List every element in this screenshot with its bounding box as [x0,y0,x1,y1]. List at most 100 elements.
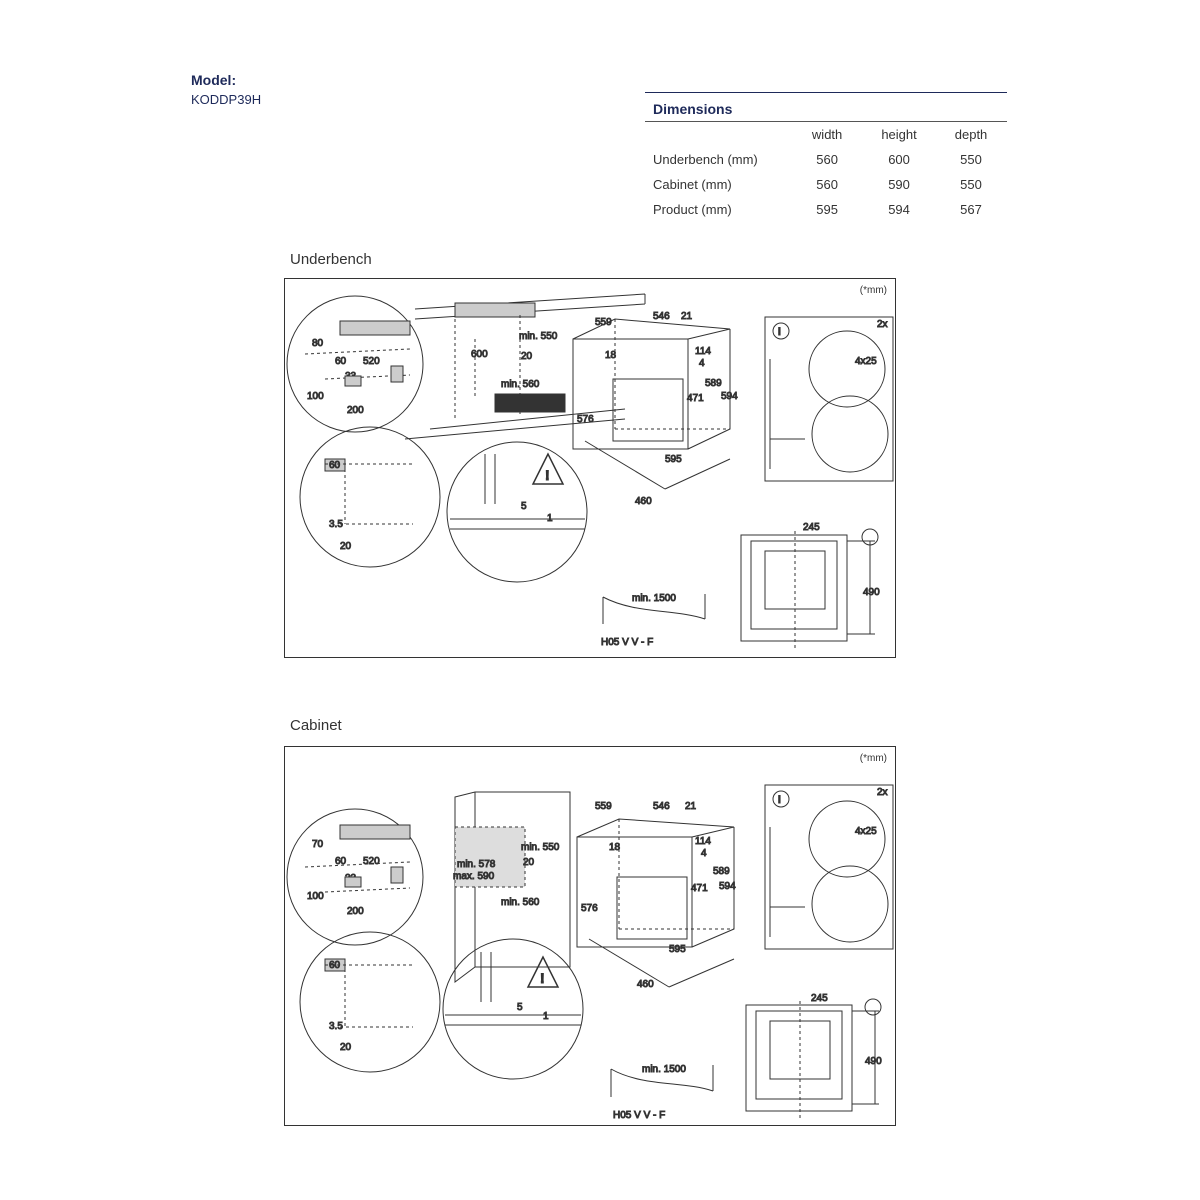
dim-114: 114 [695,346,711,357]
corner-dim-3-5: 3.5 [329,1021,343,1032]
column-header-width: width [811,127,843,142]
dim-595: 595 [669,944,686,955]
corner-dim-20: 20 [340,1042,352,1053]
dim-520: 520 [363,356,380,367]
cable-type: H05 V V - F [613,1110,665,1121]
dim-559: 559 [595,317,612,328]
dim-4: 4 [699,358,705,369]
table-row: Underbench (mm) 560 600 550 [645,147,1007,172]
dim-589: 589 [705,378,722,389]
screw-size: 4x25 [855,356,877,367]
dim-100: 100 [307,391,324,402]
warn-dim-1: 1 [547,513,553,524]
dim-460: 460 [635,496,652,507]
cell-height: 594 [888,202,910,217]
dim-490: 490 [863,587,880,598]
table-row: Product (mm) 595 594 567 [645,197,1007,222]
corner-dim-60: 60 [329,960,341,971]
dimensions-title: Dimensions [645,93,1007,122]
dim-min-550: min. 550 [521,842,560,853]
cable-min-length: min. 1500 [632,593,676,604]
dim-4: 4 [701,848,707,859]
dim-60: 60 [335,856,347,867]
dim-21: 21 [681,311,693,322]
dimensions-grid: width height depth Underbench (mm) 560 6… [645,122,1007,222]
cell-height: 600 [888,152,910,167]
dim-576: 576 [581,903,598,914]
dim-594: 594 [719,881,736,892]
column-header-height: height [881,127,917,142]
cell-depth: 567 [960,202,982,217]
info-icon: i [778,795,781,806]
row-label: Underbench (mm) [653,152,758,167]
cell-width: 595 [816,202,838,217]
corner-dim-60: 60 [329,460,341,471]
cell-width: 560 [816,152,838,167]
dim-70: 70 [312,839,324,850]
dim-460: 460 [637,979,654,990]
dim-594: 594 [721,391,738,402]
dim-559: 559 [595,801,612,812]
model-value: KODDP39H [191,92,262,107]
table-row: Cabinet (mm) 560 590 550 [645,172,1007,197]
warning-icon: ! [540,970,545,986]
cabinet-diagram: 70 60 520 33 100 200 min. 578 max. 590 m… [286,784,894,1122]
dim-80: 80 [312,338,324,349]
warn-dim-5: 5 [521,501,527,512]
dim-min-560: min. 560 [501,897,540,908]
dim-18: 18 [609,842,621,853]
info-icon: i [778,327,781,338]
dim-245: 245 [811,993,828,1004]
dim-245: 245 [803,522,820,533]
dim-60: 60 [335,356,347,367]
underbench-title: Underbench [290,251,372,268]
unit-note: (*mm) [859,285,887,296]
dim-471: 471 [687,393,704,404]
dim-546: 546 [653,801,670,812]
cell-depth: 550 [960,152,982,167]
cell-width: 560 [816,177,838,192]
dim-min-578: min. 578 [457,859,496,870]
corner-dim-20: 20 [340,541,352,552]
dim-576: 576 [577,414,594,425]
dim-490: 490 [865,1056,882,1067]
dim-595: 595 [665,454,682,465]
qty-2x: 2x [877,319,888,330]
cable-min-length: min. 1500 [642,1064,686,1075]
warning-icon: ! [545,467,550,483]
row-label: Product (mm) [653,202,732,217]
cell-height: 590 [888,177,910,192]
dimensions-top-rule [645,92,1007,93]
warn-dim-5: 5 [517,1002,523,1013]
dim-min-550: min. 550 [519,331,558,342]
cell-depth: 550 [960,177,982,192]
dim-100: 100 [307,891,324,902]
unit-note: (*mm) [859,753,887,764]
screw-size: 4x25 [855,826,877,837]
dim-21: 21 [685,801,697,812]
dim-20: 20 [521,351,533,362]
dim-200: 200 [347,405,364,416]
column-header-depth: depth [954,127,988,142]
warn-dim-1: 1 [543,1011,549,1022]
header-blank [645,122,791,147]
dim-589: 589 [713,866,730,877]
corner-dim-3-5: 3.5 [329,519,343,530]
dim-600: 600 [471,349,488,360]
dim-min-560: min. 560 [501,379,540,390]
dimensions-header-row: width height depth [645,122,1007,147]
row-label: Cabinet (mm) [653,177,732,192]
underbench-diagram: 80 60 520 33 100 200 600 min. 550 20 min… [286,293,894,649]
cabinet-title: Cabinet [290,717,342,734]
dim-520: 520 [363,856,380,867]
dimensions-table: Dimensions width height depth Underbench… [645,92,1007,222]
cable-type: H05 V V - F [601,637,653,648]
cabinet-diagram-panel: (*mm) 70 60 520 33 100 200 min. 578 max.… [284,746,896,1126]
model-label: Model: [191,72,237,88]
dim-471: 471 [691,883,708,894]
qty-2x: 2x [877,787,888,798]
dim-200: 200 [347,906,364,917]
underbench-diagram-panel: (*mm) 80 60 520 33 100 200 600 min. 550 … [284,278,896,658]
dim-20: 20 [523,857,535,868]
dim-546: 546 [653,311,670,322]
